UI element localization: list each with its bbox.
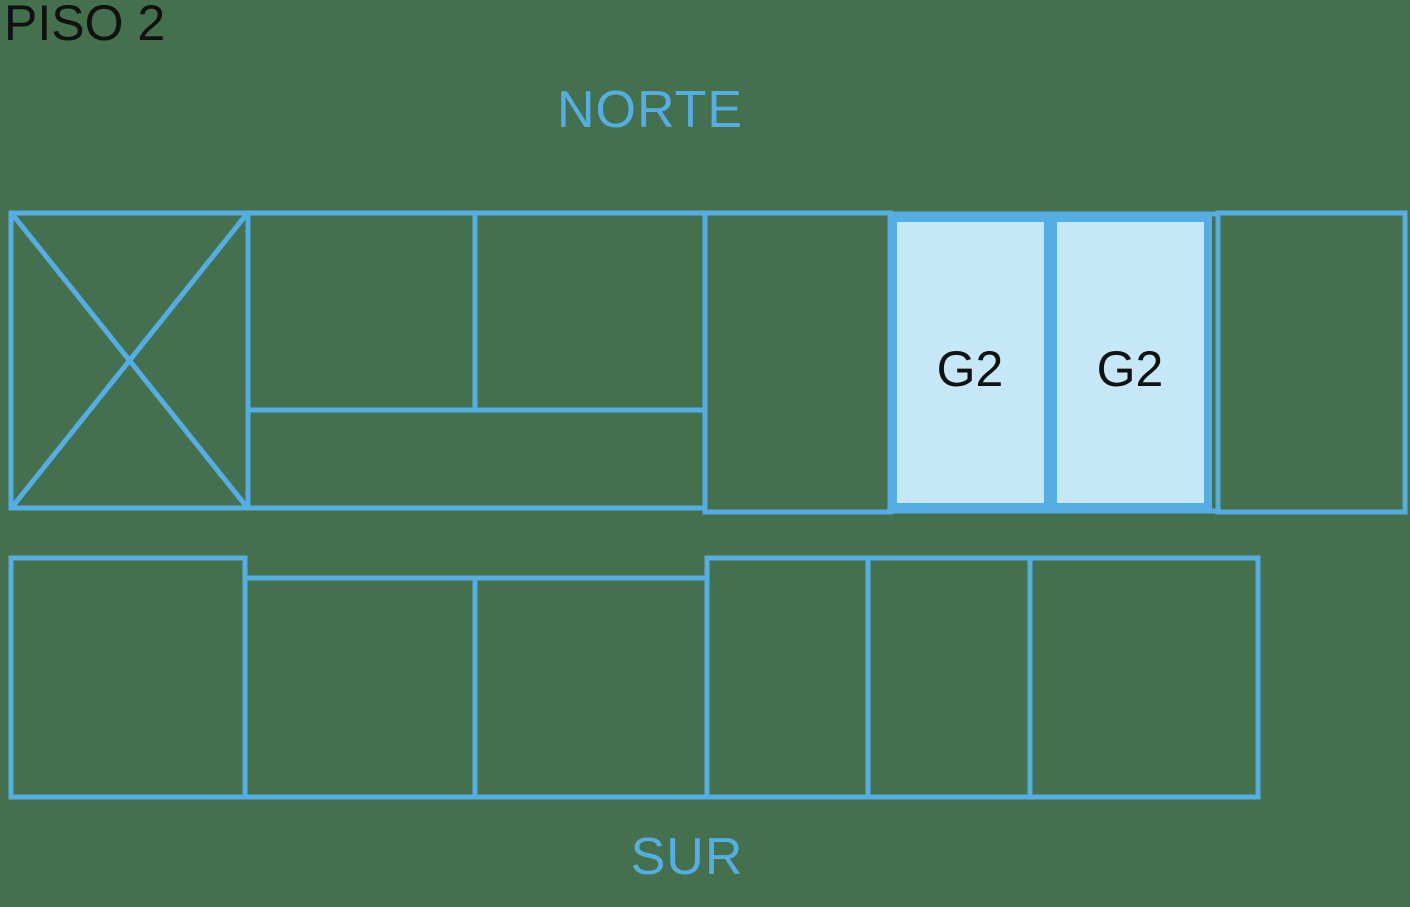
top-row-group: G2 G2 — [8, 210, 1408, 515]
room-top-a[interactable] — [245, 210, 478, 413]
room-label-g2-left: G2 — [937, 341, 1004, 397]
room-bot-b-outline — [242, 575, 478, 800]
room-top-a-outline — [245, 210, 478, 413]
room-stairwell[interactable] — [8, 210, 251, 511]
room-top-c-outline — [245, 410, 705, 511]
room-bot-a[interactable] — [8, 555, 248, 800]
room-top-d[interactable] — [702, 210, 893, 515]
stairwell-x-icon-diagonal-2 — [11, 213, 248, 508]
room-bot-a-outline — [8, 555, 248, 800]
compass-label-south: SUR — [630, 828, 744, 886]
room-top-c[interactable] — [245, 407, 705, 511]
room-top-g[interactable] — [1215, 210, 1408, 515]
room-top-b-outline — [472, 210, 708, 413]
room-bot-d-outline — [704, 555, 871, 800]
room-bot-c[interactable] — [472, 575, 710, 800]
page-title: PISO 2 — [4, 0, 166, 51]
room-bot-b[interactable] — [242, 575, 478, 800]
bottom-row-group — [8, 555, 1261, 800]
room-bot-f[interactable] — [1027, 555, 1261, 800]
room-top-e-g2[interactable]: G2 — [889, 214, 1052, 511]
room-top-d-outline — [702, 210, 893, 515]
room-bot-e[interactable] — [865, 555, 1033, 800]
room-top-g-outline — [1215, 210, 1408, 515]
room-top-b[interactable] — [472, 210, 708, 413]
room-bot-d[interactable] — [704, 555, 871, 800]
room-top-e-outline — [889, 214, 1052, 511]
compass-label-north: NORTE — [556, 81, 744, 139]
room-bot-c-outline — [472, 575, 710, 800]
room-top-f-outline — [1049, 214, 1212, 511]
room-label-g2-right: G2 — [1097, 341, 1164, 397]
room-bot-f-outline — [1027, 555, 1261, 800]
room-bot-e-outline — [865, 555, 1033, 800]
room-top-f-g2[interactable]: G2 — [1049, 214, 1212, 511]
